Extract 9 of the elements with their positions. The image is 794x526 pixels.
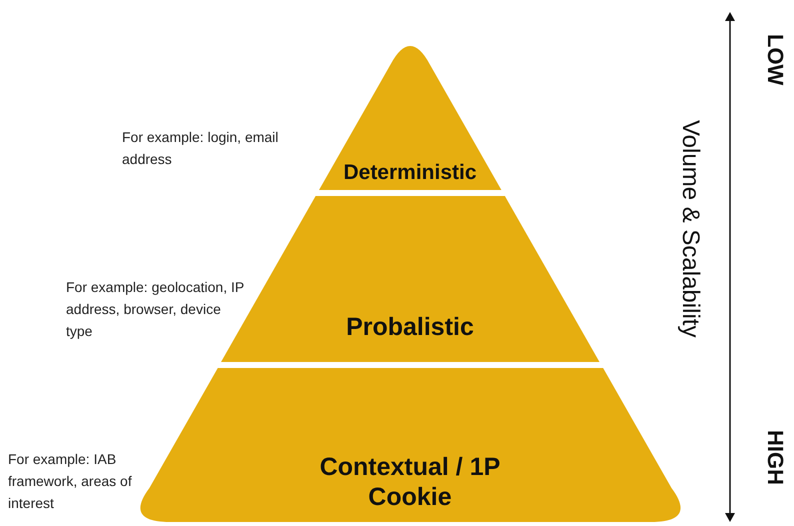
example-text: For example: login, email address (122, 128, 280, 169)
tier-title: Deterministic (343, 160, 477, 186)
scale-end-label: LOW (762, 34, 788, 86)
example-text: For example: geolocation, IP address, browser, device type (66, 278, 245, 341)
axis-label: Volume & Scalability (676, 120, 704, 338)
example-text: For example: IAB framework, areas of interest (8, 450, 133, 513)
scale-end-label: HIGH (762, 430, 788, 485)
tier-title: Contextual / 1P Cookie (318, 452, 502, 512)
tier-title: Probalistic (346, 312, 474, 342)
